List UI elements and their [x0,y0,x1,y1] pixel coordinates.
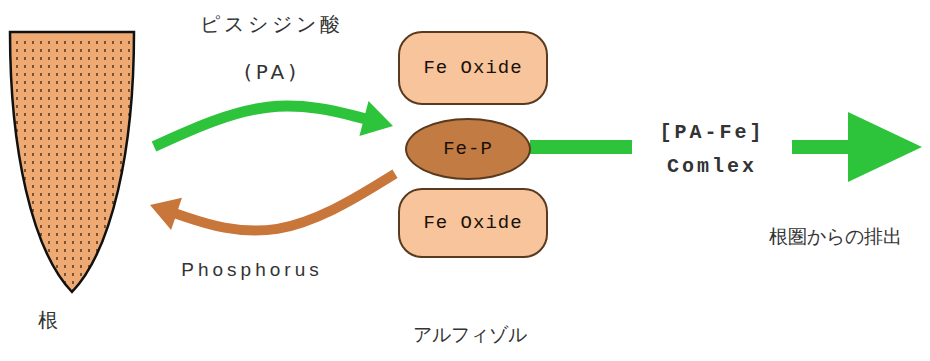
root-dots [88,36,89,292]
root-texture [17,36,129,292]
arrow-head [150,198,182,230]
root-dots [16,36,17,292]
box-label: Fe Oxide [423,212,522,234]
fe-oxide-box: Fe Oxide [398,31,548,105]
root-dots [80,36,81,292]
root-body [10,32,134,292]
root-dots [64,36,65,292]
note-label: アルフィゾル [413,322,527,348]
root-illustration [8,30,136,295]
box-label: Fe-P [443,138,493,160]
fe-oxide-box: Fe Oxide [398,188,548,258]
flow-arrow [150,174,395,231]
root-dots [24,36,25,292]
arrow-shaft [154,106,372,147]
root-dots [40,36,41,292]
root-dots [104,36,105,292]
root-shape: 根 [8,30,136,295]
root-dots [128,36,129,292]
box-label: Fe Oxide [423,57,522,79]
root-dots [32,36,33,292]
root-label: 根 [38,307,58,334]
arrow-head [359,101,393,136]
fe-p-ellipse: Fe-P [405,118,531,180]
root-dots [48,36,49,292]
root-outline [10,32,134,292]
note-label: 根圏からの排出 [769,224,902,250]
flow-arrow [154,101,393,147]
root-dots [112,36,113,292]
root-dots [56,36,57,292]
root-dots [120,36,121,292]
edge-label: ピスシジン酸 (PA) [192,0,352,96]
arrow-shaft [169,174,395,231]
export-arrow-head [848,112,922,182]
root-dots [72,36,73,292]
complex-label: [PA-Fe] Comlex [632,114,792,186]
edge-label: Phosphorus [181,259,322,281]
